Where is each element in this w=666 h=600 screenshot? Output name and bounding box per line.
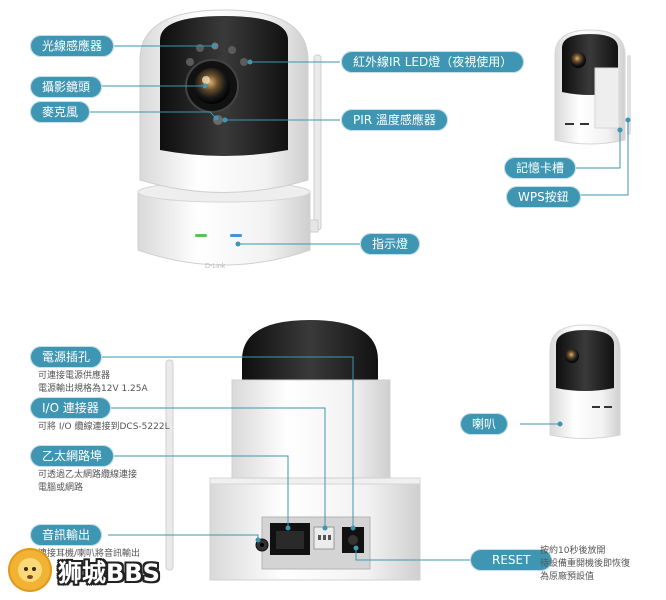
svg-text:D-Link: D-Link [205,263,226,270]
label-light-sensor: 光線感應器 [30,35,115,57]
desc-power-jack: 可連接電源供應器 電源輸出規格為12V 1.25A [38,371,148,394]
label-indicator: 指示燈 [360,233,421,255]
desc-ethernet: 可透過乙太網路纜線連接 電腦或網路 [38,470,138,493]
side-camera-top-right [554,29,631,145]
back-camera [165,320,421,581]
label-memory-slot: 記憶卡槽 [504,157,577,179]
label-ethernet: 乙太網路埠 [30,445,115,467]
label-io-connector: I/O 連接器 [30,397,111,419]
label-speaker: 喇叭 [460,413,509,435]
label-wps-button: WPS按鈕 [506,186,581,208]
front-camera: D-Link [137,9,322,270]
label-camera-lens: 攝影鏡頭 [30,76,103,98]
watermark-logo: 狮城BBS [8,548,160,592]
desc-audio-out: 連接耳機/喇叭將音訊輸出 [38,549,141,559]
label-ir-led: 紅外線IR LED燈（夜視使用） [341,51,525,73]
label-microphone: 麥克風 [30,101,91,123]
label-reset: RESET [470,549,553,571]
label-power-jack: 電源插孔 [30,346,103,368]
lion-icon [8,548,52,592]
side-camera-bottom-right [549,324,621,439]
leader-lines [80,43,631,561]
label-audio-out: 音訊輸出 [30,524,103,546]
desc-io-connector: 可將 I/O 纜線連接到DCS-5222L [38,422,170,432]
desc-reset: 按約10秒後放開 待設備重開機後即恢復 為原廠預設值 [540,546,631,582]
label-pir-sensor: PIR 溫度感應器 [341,109,448,131]
watermark-text: 狮城BBS [58,558,160,587]
